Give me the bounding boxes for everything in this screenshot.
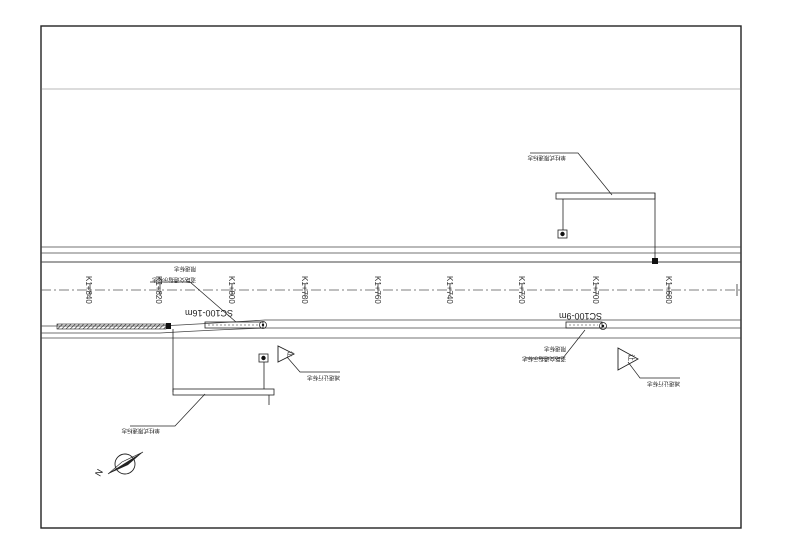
right-mast-arm-sign [530, 152, 658, 264]
right-mast-base [652, 258, 658, 264]
station-label: K1+840 [84, 276, 93, 304]
station-label: K1+760 [373, 276, 382, 304]
yield-right-triangle [617, 347, 639, 371]
yield-right-glyph: 让 [627, 354, 636, 361]
station-label: K1+720 [517, 276, 526, 304]
arrow-left-label-line2: 道路交通指示标志 [151, 276, 196, 284]
north-arrow-circle [114, 453, 136, 475]
left-mast-arm [172, 388, 275, 396]
arrow-right-label-line2: 道路交通指示标志 [521, 355, 566, 363]
station-label: K1+820 [154, 276, 163, 304]
barrier-end-post [166, 323, 171, 329]
left-mast-arm-sign [130, 329, 275, 427]
yield-left-glyph: 让 [286, 351, 294, 357]
section-right-label: SC100-9m [559, 311, 602, 321]
gantry-left-leader [130, 393, 206, 427]
drawing-frame [40, 25, 742, 529]
station-labels: K1+840 K1+820 K1+800 K1+780 K1+760 K1+74… [84, 276, 673, 304]
left-arrow-board-post [259, 321, 267, 329]
gantry-right-leader [530, 152, 613, 196]
gantry-right-label: 单柱式限速标志 [527, 154, 566, 162]
section-left-label: SC100-16m [185, 308, 233, 318]
right-mast-arm [555, 192, 656, 200]
yield-right-leader [627, 361, 680, 379]
right-arrow-board-rect [565, 321, 603, 329]
north-arrow: N [93, 451, 144, 478]
right-yield-sign [617, 347, 680, 379]
left-arrow-board [204, 321, 267, 329]
yield-left-triangle [277, 345, 296, 363]
right-sign-dot [560, 231, 565, 237]
station-label: K1+680 [664, 276, 673, 304]
right-arrow-board [565, 321, 607, 330]
station-label: K1+800 [227, 276, 236, 304]
arrow-right-label-line1: 限速标志 [543, 345, 566, 353]
right-arrow-board-post [599, 322, 607, 330]
right-arrow-board-post-dot [601, 324, 605, 328]
left-yield-sign [277, 345, 340, 373]
yield-left-label: 减速让行标志 [306, 374, 340, 382]
yield-left-leader [286, 356, 340, 373]
arrow-left-label-line1: 限速标志 [173, 265, 196, 273]
station-ticks [89, 284, 738, 296]
station-label: K1+700 [591, 276, 600, 304]
station-label: K1+740 [445, 276, 454, 304]
yield-right-label: 减速让行标志 [646, 380, 680, 388]
arrow-left-leader [150, 281, 237, 323]
north-arrow-letter: N [93, 467, 105, 478]
left-arrow-board-post-dot [261, 323, 265, 327]
gantry-left-label: 单柱式限速标志 [121, 427, 160, 435]
left-sign-dot [261, 355, 266, 361]
station-label: K1+780 [300, 276, 309, 304]
north-arrow-tail [107, 451, 144, 475]
hatched-barrier [56, 323, 167, 330]
arrow-right-leader [525, 329, 586, 359]
